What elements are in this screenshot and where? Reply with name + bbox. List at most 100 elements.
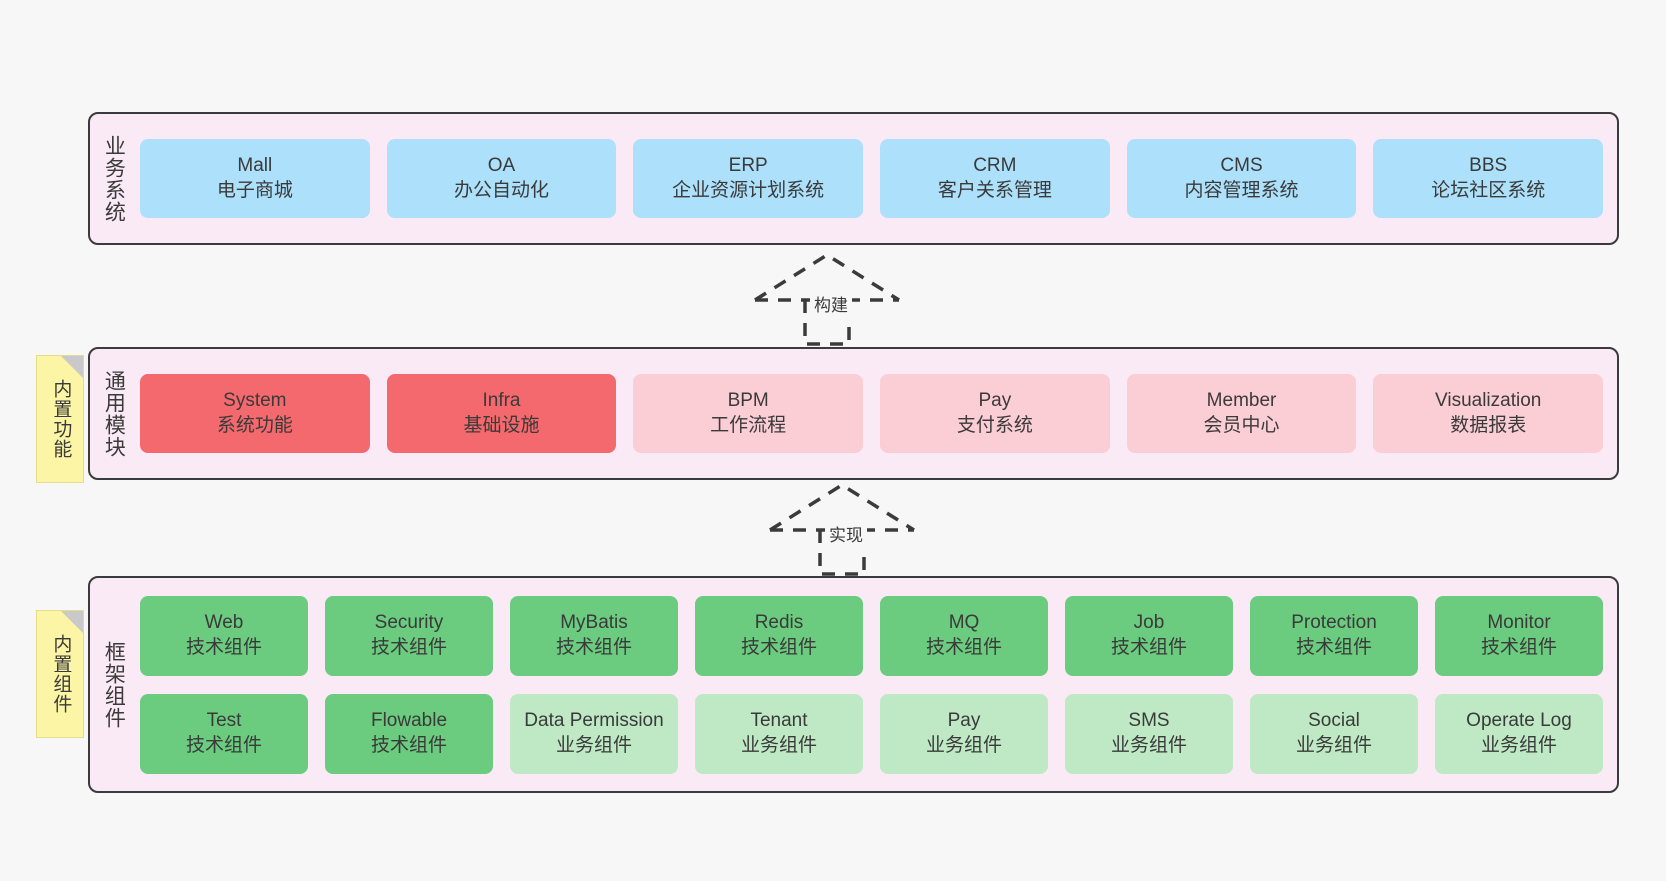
node-sms[interactable]: SMS 业务组件 bbox=[1065, 693, 1233, 774]
node-title-cn: 论坛社区系统 bbox=[1431, 179, 1546, 201]
node-title-en: MQ bbox=[948, 612, 980, 634]
node-job[interactable]: Job 技术组件 bbox=[1065, 595, 1233, 676]
node-erp[interactable]: ERP 企业资源计划系统 bbox=[633, 139, 864, 218]
node-pay-component[interactable]: Pay 业务组件 bbox=[880, 693, 1048, 774]
sticky-note-builtin-components: 内置组件 bbox=[36, 610, 84, 738]
sticky-note-builtin-features: 内置功能 bbox=[36, 355, 84, 483]
node-title-cn: 工作流程 bbox=[710, 414, 787, 436]
node-member[interactable]: Member 会员中心 bbox=[1126, 374, 1357, 453]
node-title-en: OA bbox=[487, 155, 516, 177]
node-mall[interactable]: Mall 电子商城 bbox=[140, 139, 370, 218]
connector-implement: 实现 bbox=[765, 482, 945, 577]
node-operate-log[interactable]: Operate Log 业务组件 bbox=[1435, 693, 1603, 774]
node-title-cn: 技术组件 bbox=[370, 636, 447, 658]
node-title-en: Job bbox=[1133, 612, 1165, 634]
node-title-en: BPM bbox=[727, 390, 769, 412]
connector-build: 构建 bbox=[750, 252, 930, 347]
node-row: Test 技术组件 Flowable 技术组件 Data Permission … bbox=[140, 693, 1603, 774]
node-oa[interactable]: OA 办公自动化 bbox=[386, 139, 617, 218]
node-title-en: Monitor bbox=[1487, 612, 1551, 634]
node-bbs[interactable]: BBS 论坛社区系统 bbox=[1373, 139, 1604, 218]
node-title-cn: 技术组件 bbox=[1110, 636, 1187, 658]
sticky-note-label: 内置组件 bbox=[50, 634, 72, 714]
connector-implement-label: 实现 bbox=[825, 520, 867, 547]
layer-body-modules: System 系统功能 Infra 基础设施 BPM 工作流程 Pay 支付系统… bbox=[136, 349, 1617, 478]
node-pay-module[interactable]: Pay 支付系统 bbox=[880, 374, 1110, 453]
node-title-en: Pay bbox=[947, 710, 981, 732]
node-title-en: MyBatis bbox=[560, 612, 628, 634]
node-title-cn: 技术组件 bbox=[555, 636, 632, 658]
node-title-en: Security bbox=[374, 612, 444, 634]
layer-title-modules: 通用模块 bbox=[102, 369, 126, 458]
node-title-en: Mall bbox=[237, 155, 273, 177]
node-title-cn: 系统功能 bbox=[216, 414, 293, 436]
node-title-cn: 技术组件 bbox=[740, 636, 817, 658]
node-title-cn: 业务组件 bbox=[925, 734, 1002, 756]
node-monitor[interactable]: Monitor 技术组件 bbox=[1435, 595, 1603, 676]
node-title-cn: 技术组件 bbox=[185, 734, 262, 756]
node-bpm[interactable]: BPM 工作流程 bbox=[633, 374, 864, 453]
node-title-cn: 基础设施 bbox=[463, 414, 540, 436]
sticky-note-label: 内置功能 bbox=[50, 379, 72, 459]
node-web[interactable]: Web 技术组件 bbox=[140, 595, 308, 676]
node-visualization[interactable]: Visualization 数据报表 bbox=[1373, 374, 1604, 453]
node-title-cn: 技术组件 bbox=[1295, 636, 1372, 658]
node-title-en: Pay bbox=[978, 390, 1012, 412]
node-test[interactable]: Test 技术组件 bbox=[140, 693, 308, 774]
node-title-cn: 客户关系管理 bbox=[937, 179, 1052, 201]
node-title-cn: 数据报表 bbox=[1450, 414, 1527, 436]
connector-build-label: 构建 bbox=[810, 290, 852, 317]
layer-body-frame: Web 技术组件 Security 技术组件 MyBatis 技术组件 Redi… bbox=[136, 578, 1617, 791]
page-fold-icon bbox=[61, 356, 83, 378]
node-title-en: CRM bbox=[973, 155, 1017, 177]
node-title-cn: 内容管理系统 bbox=[1184, 179, 1299, 201]
node-data-permission[interactable]: Data Permission 业务组件 bbox=[510, 693, 678, 774]
node-title-en: Infra bbox=[482, 390, 521, 412]
node-row: System 系统功能 Infra 基础设施 BPM 工作流程 Pay 支付系统… bbox=[140, 374, 1604, 453]
node-title-cn: 业务组件 bbox=[740, 734, 817, 756]
node-title-en: Protection bbox=[1291, 612, 1377, 634]
node-title-en: Redis bbox=[754, 612, 804, 634]
node-redis[interactable]: Redis 技术组件 bbox=[695, 595, 863, 676]
node-flowable[interactable]: Flowable 技术组件 bbox=[325, 693, 493, 774]
node-tenant[interactable]: Tenant 业务组件 bbox=[695, 693, 863, 774]
node-infra[interactable]: Infra 基础设施 bbox=[386, 374, 617, 453]
node-title-en: Social bbox=[1308, 710, 1360, 732]
page-fold-icon bbox=[61, 611, 83, 633]
node-row: Mall 电子商城 OA 办公自动化 ERP 企业资源计划系统 CRM 客户关系… bbox=[140, 139, 1604, 218]
node-title-en: Member bbox=[1206, 390, 1277, 412]
layer-title-business: 业务系统 bbox=[102, 134, 126, 223]
node-title-en: Web bbox=[204, 612, 244, 634]
node-mybatis[interactable]: MyBatis 技术组件 bbox=[510, 595, 678, 676]
node-title-en: CMS bbox=[1220, 155, 1263, 177]
node-title-en: System bbox=[223, 390, 287, 412]
node-title-en: Tenant bbox=[750, 710, 808, 732]
node-title-en: Test bbox=[206, 710, 242, 732]
layer-framework-components: 框架组件 Web 技术组件 Security 技术组件 MyBatis 技术组件… bbox=[88, 576, 1619, 793]
connector-build-arrow bbox=[754, 252, 900, 346]
node-social[interactable]: Social 业务组件 bbox=[1250, 693, 1418, 774]
node-title-cn: 技术组件 bbox=[1480, 636, 1557, 658]
layer-body-business: Mall 电子商城 OA 办公自动化 ERP 企业资源计划系统 CRM 客户关系… bbox=[136, 114, 1617, 243]
node-title-cn: 办公自动化 bbox=[454, 179, 550, 201]
node-title-cn: 技术组件 bbox=[370, 734, 447, 756]
node-title-en: Operate Log bbox=[1466, 710, 1572, 732]
node-crm[interactable]: CRM 客户关系管理 bbox=[880, 139, 1110, 218]
node-title-cn: 支付系统 bbox=[956, 414, 1033, 436]
node-title-cn: 企业资源计划系统 bbox=[672, 179, 825, 201]
node-title-en: Visualization bbox=[1435, 390, 1542, 412]
node-system[interactable]: System 系统功能 bbox=[140, 374, 370, 453]
node-title-cn: 技术组件 bbox=[925, 636, 1002, 658]
node-title-en: ERP bbox=[728, 155, 768, 177]
node-title-cn: 技术组件 bbox=[185, 636, 262, 658]
node-title-en: Flowable bbox=[370, 710, 448, 732]
node-title-cn: 业务组件 bbox=[1480, 734, 1557, 756]
node-row: Web 技术组件 Security 技术组件 MyBatis 技术组件 Redi… bbox=[140, 595, 1603, 676]
node-title-en: BBS bbox=[1469, 155, 1508, 177]
node-title-en: SMS bbox=[1128, 710, 1170, 732]
node-protection[interactable]: Protection 技术组件 bbox=[1250, 595, 1418, 676]
node-cms[interactable]: CMS 内容管理系统 bbox=[1126, 139, 1357, 218]
node-mq[interactable]: MQ 技术组件 bbox=[880, 595, 1048, 676]
node-security[interactable]: Security 技术组件 bbox=[325, 595, 493, 676]
